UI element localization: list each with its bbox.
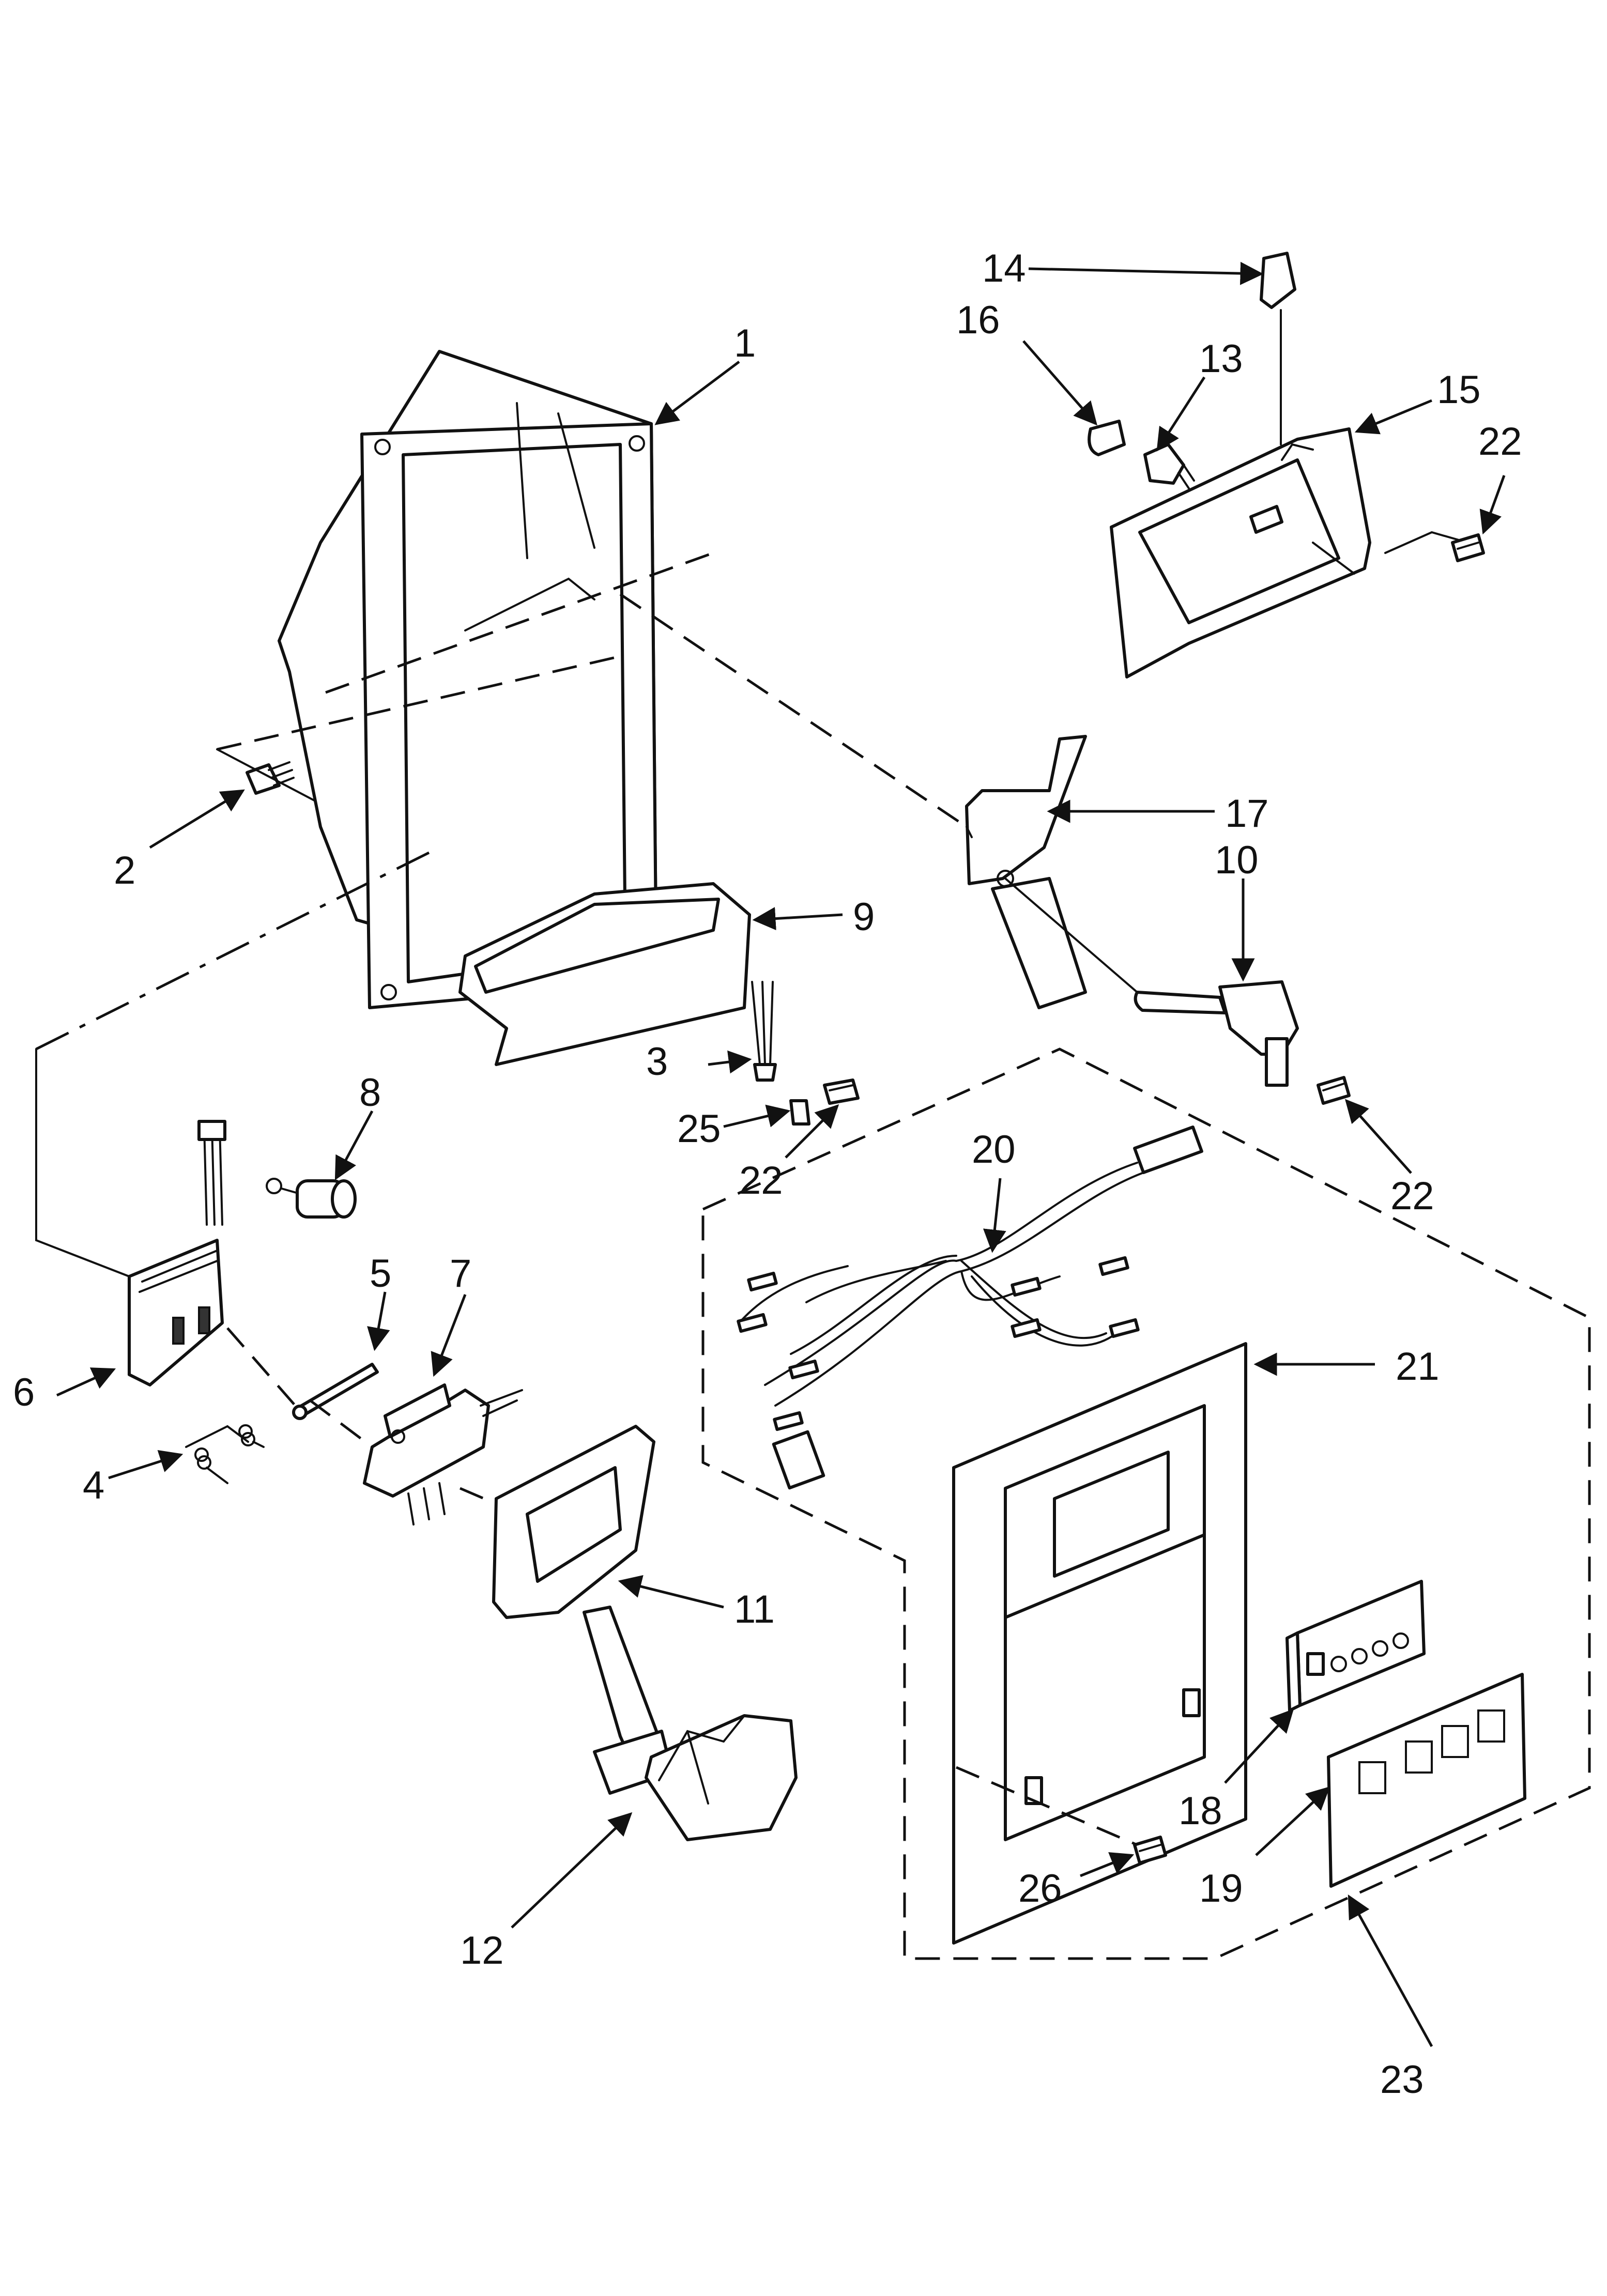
part-5-pin — [292, 1363, 379, 1420]
part-11-shield — [492, 1425, 674, 1795]
part-13-socket — [1143, 443, 1195, 489]
assembly-boundary-23 — [701, 1047, 1591, 1960]
part-15-bracket — [1110, 427, 1469, 679]
part-3-clip — [751, 981, 777, 1082]
part-8-solenoid — [266, 1178, 357, 1219]
callout-3: 3 — [646, 1040, 668, 1084]
callout-20: 20 — [972, 1128, 1016, 1172]
callout-10: 10 — [1215, 838, 1259, 882]
callout-13: 13 — [1199, 337, 1243, 381]
callout-25: 25 — [677, 1107, 721, 1151]
callout-11: 11 — [734, 1588, 775, 1631]
part-10-lever-arm — [1134, 980, 1299, 1087]
callout-7: 7 — [450, 1252, 471, 1296]
callout-14: 14 — [982, 246, 1026, 290]
callout-arrows — [56, 261, 1506, 2047]
part-16-lamp — [1088, 420, 1126, 456]
callout-22-lever: 22 — [1390, 1174, 1434, 1218]
part-9-paddle — [458, 882, 751, 1066]
part-19-control-overlay — [1327, 1673, 1526, 1888]
part-22-screw-c — [1317, 1076, 1351, 1105]
callout-23: 23 — [1380, 2058, 1424, 2102]
callout-8: 8 — [359, 1071, 381, 1115]
part-22-screw-b — [1451, 533, 1485, 562]
part-21-front-panel — [952, 1342, 1247, 1945]
callout-12: 12 — [460, 1929, 504, 1973]
callout-22-paddle: 22 — [739, 1159, 783, 1203]
callout-19: 19 — [1199, 1867, 1243, 1910]
callout-2: 2 — [114, 849, 135, 892]
callout-1: 1 — [734, 321, 756, 365]
part-6-actuator — [128, 1120, 226, 1386]
callout-22-bracket: 22 — [1478, 420, 1522, 464]
callout-21: 21 — [1396, 1345, 1440, 1389]
part-25-clip — [789, 1099, 810, 1126]
callout-4: 4 — [83, 1463, 104, 1507]
part-14-sensor — [1260, 252, 1296, 445]
part-12-chute — [645, 1714, 798, 1841]
callout-16: 16 — [956, 298, 1000, 342]
part-4-spring — [185, 1424, 265, 1484]
part-2-screw — [246, 761, 295, 795]
callout-17: 17 — [1225, 792, 1269, 836]
callout-5: 5 — [370, 1252, 391, 1296]
callout-9: 9 — [853, 895, 875, 939]
part-17-bracket — [965, 735, 1087, 1009]
callout-18: 18 — [1179, 1789, 1222, 1833]
callout-6: 6 — [13, 1370, 35, 1414]
part-18-control-module — [1285, 1580, 1426, 1712]
callout-15: 15 — [1437, 368, 1481, 412]
construction-lines — [35, 551, 1138, 1846]
part-22-screw-a — [823, 1078, 860, 1105]
part-7-lever — [363, 1383, 523, 1525]
part-1-dispenser-housing — [278, 350, 658, 1009]
part-26-screw — [1133, 1836, 1167, 1864]
callout-labels: 1 2 3 4 5 6 7 8 9 10 11 12 13 14 15 16 1… — [13, 246, 1522, 2102]
part-20-wire-harness — [737, 1125, 1203, 1490]
callout-26: 26 — [1018, 1867, 1062, 1910]
